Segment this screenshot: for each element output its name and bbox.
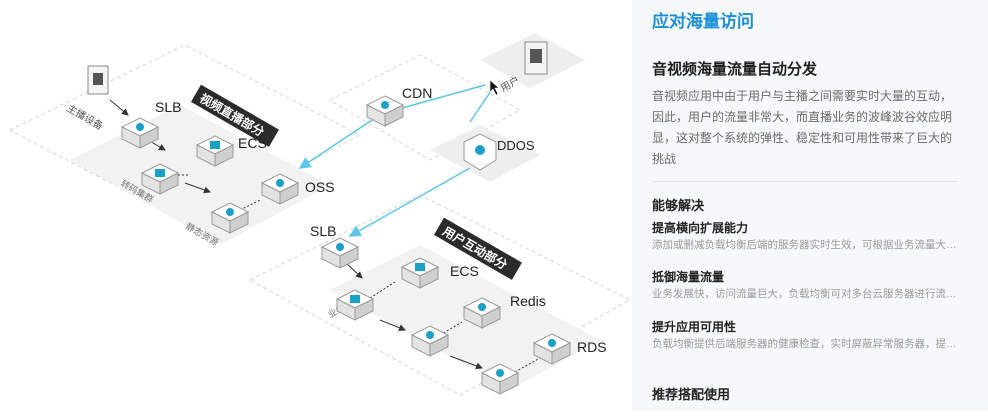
feature-description: 音视频应用中由于用户与主播之间需要实时大量的互动，因此，用户的流量非常大，而直播… [652, 89, 953, 166]
ecs-node-live-2 [141, 163, 179, 195]
architecture-diagram: 主播设备 用户 视频直播部分 用户互动部分 转码集群 静态资源 业务集群 [8, 33, 632, 396]
link-user-cdn [394, 84, 486, 111]
link-ddos-slb [348, 167, 471, 237]
item-desc-traffic: 业务发展快，访问流量巨大，负载均衡可对多台云服务器进行流量... [652, 288, 958, 300]
feature-title: 音视频海量流量自动分发 [652, 61, 818, 78]
rds-node-1 [533, 333, 571, 365]
oss-node-1 [261, 173, 299, 205]
slb-label-live: SLB [155, 99, 181, 115]
anchor-device [87, 65, 109, 95]
recommend-heading: 推荐搭配使用 [652, 387, 731, 402]
redis-node-2 [411, 325, 449, 357]
divider [652, 181, 958, 182]
info-panel: 应对海量访问 音视频海量流量自动分发 音视频应用中由于用户与主播之间需要实时大量… [632, 0, 988, 411]
link-cdn-oss [298, 117, 376, 169]
ddos-label: DDOS [497, 138, 535, 153]
item-title-traffic[interactable]: 抵御海量流量 [652, 270, 725, 284]
ecs-node-live-1 [196, 135, 234, 167]
slb-label-user: SLB [310, 223, 336, 239]
cdn-node [366, 95, 404, 127]
user-device [524, 41, 548, 75]
diagram-canvas: 主播设备 用户 视频直播部分 用户互动部分 转码集群 静态资源 业务集群 [8, 33, 632, 396]
redis-node-1 [463, 297, 501, 329]
ecs-label-user: ECS [450, 263, 479, 279]
section-title: 应对海量访问 [652, 12, 754, 31]
item-desc-scaling: 添加或删减负载均衡后端的服务器实时生效，可根据业务流量大小... [652, 239, 958, 251]
ecs-node-user-1 [401, 257, 439, 289]
redis-label: Redis [510, 293, 546, 309]
anchor-label: 主播设备 [65, 101, 106, 132]
item-title-scaling[interactable]: 提高横向扩展能力 [652, 221, 749, 235]
item-desc-availability: 负载均衡提供后端服务器的健康检查，实时屏蔽异常服务器，提升... [652, 338, 958, 350]
rds-label: RDS [577, 339, 607, 355]
item-title-availability[interactable]: 提升应用可用性 [652, 320, 737, 334]
solves-heading: 能够解决 [652, 198, 705, 213]
mouse-cursor [489, 79, 500, 96]
oss-node-2 [211, 202, 249, 234]
ecs-label-live: ECS [238, 135, 267, 151]
ecs-node-user-2 [336, 289, 374, 321]
ddos-node [463, 133, 497, 171]
cdn-label: CDN [402, 85, 432, 101]
rds-node-2 [481, 363, 519, 395]
oss-label: OSS [305, 179, 335, 195]
slb-node-user [321, 237, 359, 269]
region-live [8, 44, 362, 245]
slb-node-live [121, 117, 159, 149]
